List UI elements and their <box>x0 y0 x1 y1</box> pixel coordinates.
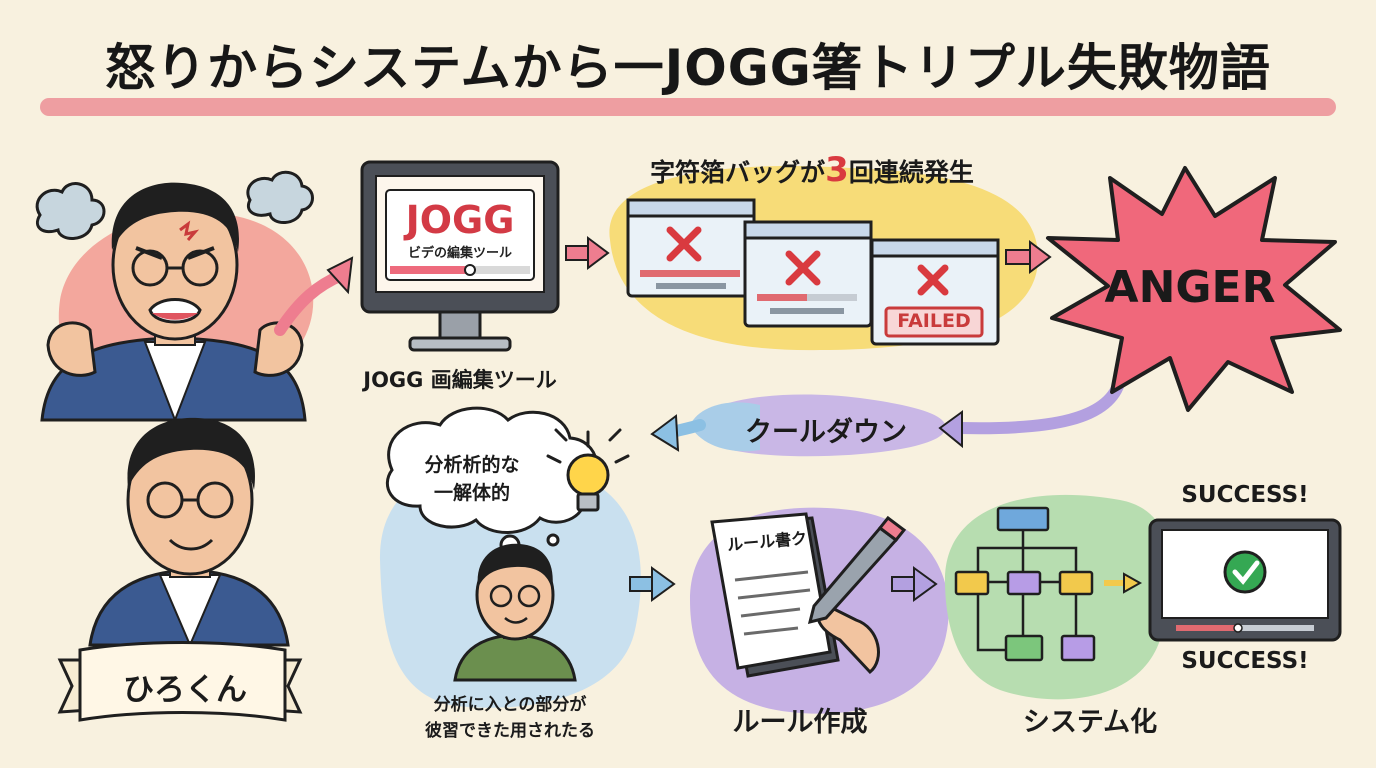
anger-burst <box>1046 166 1342 412</box>
error-heading: 字符箔バッグが3回連続発生 <box>612 150 1012 190</box>
calm-person-illustration <box>88 417 290 648</box>
pen-hand-icon <box>807 515 907 675</box>
arrow-angry-to-tool <box>274 256 354 336</box>
arrow-cooldown-to-think <box>650 414 706 452</box>
anger-label: ANGER <box>1104 262 1276 313</box>
arrow-anger-to-cooldown <box>938 374 1126 449</box>
steam-cloud-left-icon <box>35 182 106 240</box>
rule-book-illustration <box>710 512 840 678</box>
arrow-tool-to-errors <box>565 236 610 270</box>
system-blob <box>945 494 1172 700</box>
angry-person-illustration <box>40 182 307 423</box>
monitor-title: JOGG <box>405 198 515 242</box>
error-window-1 <box>626 198 756 298</box>
thought-line-1: 分析析的な <box>424 454 520 476</box>
arrow-rules-to-system <box>891 566 938 602</box>
lightbulb-icon <box>546 428 630 512</box>
cooldown-label: クールダウン <box>745 417 907 448</box>
success-screen-illustration <box>1148 518 1342 642</box>
error-heading-prefix: 字符箔バッグが <box>650 158 826 187</box>
success-top-label: SUCCESS! <box>1181 482 1309 508</box>
thinking-person-illustration <box>453 543 577 682</box>
rules-caption: ルール作成 <box>732 707 868 738</box>
page-title: 怒りからシステムから一JOGG箸トリプル失敗物語 <box>105 39 1271 97</box>
steam-cloud-right-icon <box>246 170 314 224</box>
success-bottom-label: SUCCESS! <box>1181 648 1309 674</box>
monitor-subtitle: ビデの編集ツール <box>407 246 512 261</box>
cooldown-band <box>698 394 946 457</box>
title-underline <box>40 98 1336 116</box>
error-window-3 <box>870 238 1000 346</box>
system-caption: システム化 <box>1022 707 1158 738</box>
thought-line-2: 一解体的 <box>433 482 510 504</box>
think-caption-line-2: 彼習できた用されたる <box>425 721 595 741</box>
monitor-illustration <box>360 160 560 352</box>
flowchart-diagram <box>954 506 1143 662</box>
arrow-errors-to-anger <box>1005 240 1052 274</box>
error-window-2 <box>743 220 873 328</box>
cooldown-band-left <box>690 402 760 452</box>
person-name: ひろくん <box>123 672 247 708</box>
failed-label: FAILED <box>897 310 971 332</box>
arrow-think-to-rules <box>629 566 676 602</box>
error-heading-suffix: 回連続発生 <box>848 158 974 187</box>
think-caption-line-1: 分析に入との部分が <box>433 695 587 715</box>
error-heading-number: 3 <box>825 150 849 190</box>
tool-caption: JOGG 画編集ツール <box>363 368 557 392</box>
name-ribbon <box>57 641 303 722</box>
